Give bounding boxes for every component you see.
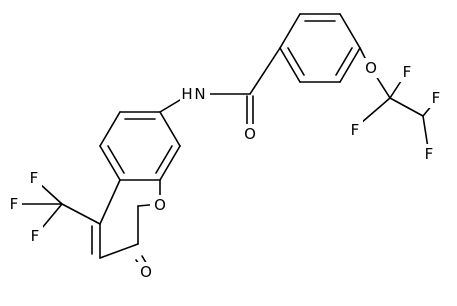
atom-f4-label: F — [425, 145, 434, 163]
atom-h: H — [180, 84, 193, 104]
atom-n-label: N — [194, 85, 205, 103]
atom-o-ring: O — [150, 195, 170, 215]
atom-f6: F — [6, 194, 22, 214]
atom-f4: F — [421, 144, 437, 164]
atom-f7: F — [27, 226, 43, 246]
atom-f5: F — [26, 168, 42, 188]
atom-f1-label: F — [403, 63, 412, 81]
atom-f7-label: F — [31, 227, 40, 245]
atom-f5-label: F — [30, 169, 39, 187]
bond-lines — [21, 13, 434, 269]
atom-o-lactone-label: O — [140, 263, 152, 281]
atom-f1: F — [399, 62, 415, 82]
atom-f3-label: F — [351, 121, 360, 139]
atom-f2-label: F — [432, 89, 441, 107]
atom-f3: F — [347, 120, 363, 140]
atom-labels: N H O O O O F F — [6, 58, 444, 282]
atom-h-label: H — [181, 85, 192, 103]
atom-o-ether: O — [361, 58, 381, 78]
atom-n: N — [190, 84, 210, 104]
atom-f2: F — [428, 88, 444, 108]
atom-f6-label: F — [10, 195, 19, 213]
atom-o-amide: O — [240, 124, 260, 144]
atom-o-ether-label: O — [365, 59, 377, 77]
atom-o-ring-label: O — [154, 196, 166, 214]
atom-o-lactone: O — [136, 262, 156, 282]
atom-o-amide-label: O — [244, 125, 256, 143]
